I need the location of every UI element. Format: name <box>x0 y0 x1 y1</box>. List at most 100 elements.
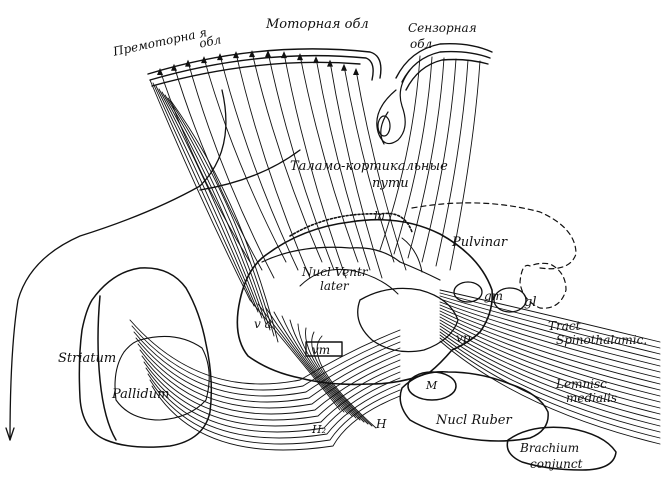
thalamocortical-fibres <box>149 51 481 343</box>
vp-label: vp <box>456 331 471 345</box>
fibre-arrowhead <box>171 63 177 71</box>
lower-bundle-line <box>149 379 401 445</box>
pulvinar-label: Pulvinar <box>452 235 508 250</box>
striatum-pallidum <box>78 267 213 448</box>
fibre-line <box>159 69 251 263</box>
lower-bundle-line <box>311 331 373 427</box>
fibre-line <box>155 85 259 313</box>
tract-line <box>439 340 661 445</box>
sensory-area-label: Сензорная <box>408 21 477 35</box>
tract-line <box>439 337 661 439</box>
lower-bundle-line <box>129 319 401 385</box>
ascending-tracts <box>439 289 661 445</box>
lower-bundle-line <box>305 327 369 425</box>
brachium-label: Brachium <box>520 441 580 455</box>
nucl-ruber-label: Nucl Ruber <box>436 413 512 428</box>
fibre-line <box>203 57 287 263</box>
vm-box <box>305 341 343 357</box>
lower-bundle-line <box>145 367 401 433</box>
sensory-loop <box>376 69 411 145</box>
fibre-line <box>173 65 263 271</box>
fibre-line <box>343 65 395 263</box>
lower-bundle-line <box>316 335 377 429</box>
fibre-arrowhead <box>327 59 333 67</box>
tract-line <box>439 316 661 397</box>
fibre-line <box>170 100 279 343</box>
tract-line <box>439 298 661 361</box>
tract-line <box>439 328 661 421</box>
fibre-arrowhead <box>185 59 191 67</box>
fibre-line <box>421 58 457 263</box>
fibre-line <box>149 79 251 301</box>
fibre-arrowhead <box>217 53 223 61</box>
va-label: v a <box>254 317 272 331</box>
lower-bundle-line <box>143 361 401 427</box>
lower-bundle-line <box>249 299 341 411</box>
lower-bundle-line <box>297 323 365 423</box>
fibre-line <box>329 61 383 279</box>
lower-bundle-line <box>281 315 357 419</box>
thalamus-outline <box>236 212 494 386</box>
h-label: H <box>376 417 387 431</box>
sensory-area-label-line2: обл <box>410 37 433 51</box>
fibre-line <box>167 97 275 337</box>
fibre-line <box>407 57 445 259</box>
fibre-line <box>158 88 263 319</box>
lower-bundle-line <box>273 311 353 417</box>
fibre-arrowhead <box>313 56 319 64</box>
fibre-line <box>299 54 359 263</box>
thalamocortical-label-line2: пути <box>372 176 409 191</box>
fibre-line <box>315 57 371 271</box>
medialis-label: medialis <box>566 391 617 405</box>
lemnisc-label: Lemnisc <box>556 377 607 391</box>
tract-line <box>439 331 661 427</box>
vm-label: vm <box>312 343 331 357</box>
fibre-arrowhead <box>297 53 303 61</box>
geniculate-bodies <box>453 281 527 313</box>
conjunct-label: conjunct <box>530 457 583 471</box>
fibre-line <box>355 69 407 271</box>
tract-line <box>439 307 661 379</box>
fibre-arrowhead <box>249 50 255 58</box>
fibre-line <box>164 94 271 331</box>
fibre-arrowhead <box>201 56 207 64</box>
lower-bundle-line <box>135 337 401 403</box>
tract-label: Tract <box>548 319 581 333</box>
lower-bundle-line <box>151 385 401 451</box>
fibre-line <box>283 52 347 279</box>
tract-line <box>439 292 661 349</box>
fibre-line <box>435 59 469 267</box>
tract-line <box>439 322 661 409</box>
lower-bundle-line <box>289 319 361 421</box>
fibre-arrowhead <box>341 63 347 71</box>
lower-bundle-line <box>257 303 345 413</box>
tract-line <box>439 304 661 373</box>
fibre-arrowheads <box>157 50 359 75</box>
m-label: M <box>426 379 438 392</box>
later-label: later <box>320 279 349 293</box>
motor-area-label: Моторная обл <box>266 17 369 32</box>
fibre-line <box>379 55 421 251</box>
lower-bundle-line <box>133 331 401 397</box>
fibre-line <box>187 61 275 279</box>
fibre-arrowhead <box>353 68 359 75</box>
tract-line <box>439 313 661 391</box>
striatum-label: Striatum <box>58 351 117 366</box>
fibre-arrowhead <box>233 51 239 59</box>
tract-line <box>439 310 661 385</box>
fibre-line <box>393 56 433 255</box>
fibre-line <box>251 51 323 263</box>
pallidum-label: Pallidum <box>112 387 170 402</box>
nucleus-ruber <box>399 371 617 471</box>
fibre-line <box>219 54 299 271</box>
spinothalamic-label: Spinothalamic. <box>556 333 648 347</box>
tract-line <box>439 289 661 343</box>
lower-bundle-line <box>141 355 401 421</box>
nucl-ventr-label: Nucl Ventr <box>302 265 368 279</box>
h2-label: H₂ <box>312 423 327 436</box>
fibre-line <box>152 82 255 307</box>
cortex-band <box>147 42 493 91</box>
tract-line <box>439 319 661 403</box>
